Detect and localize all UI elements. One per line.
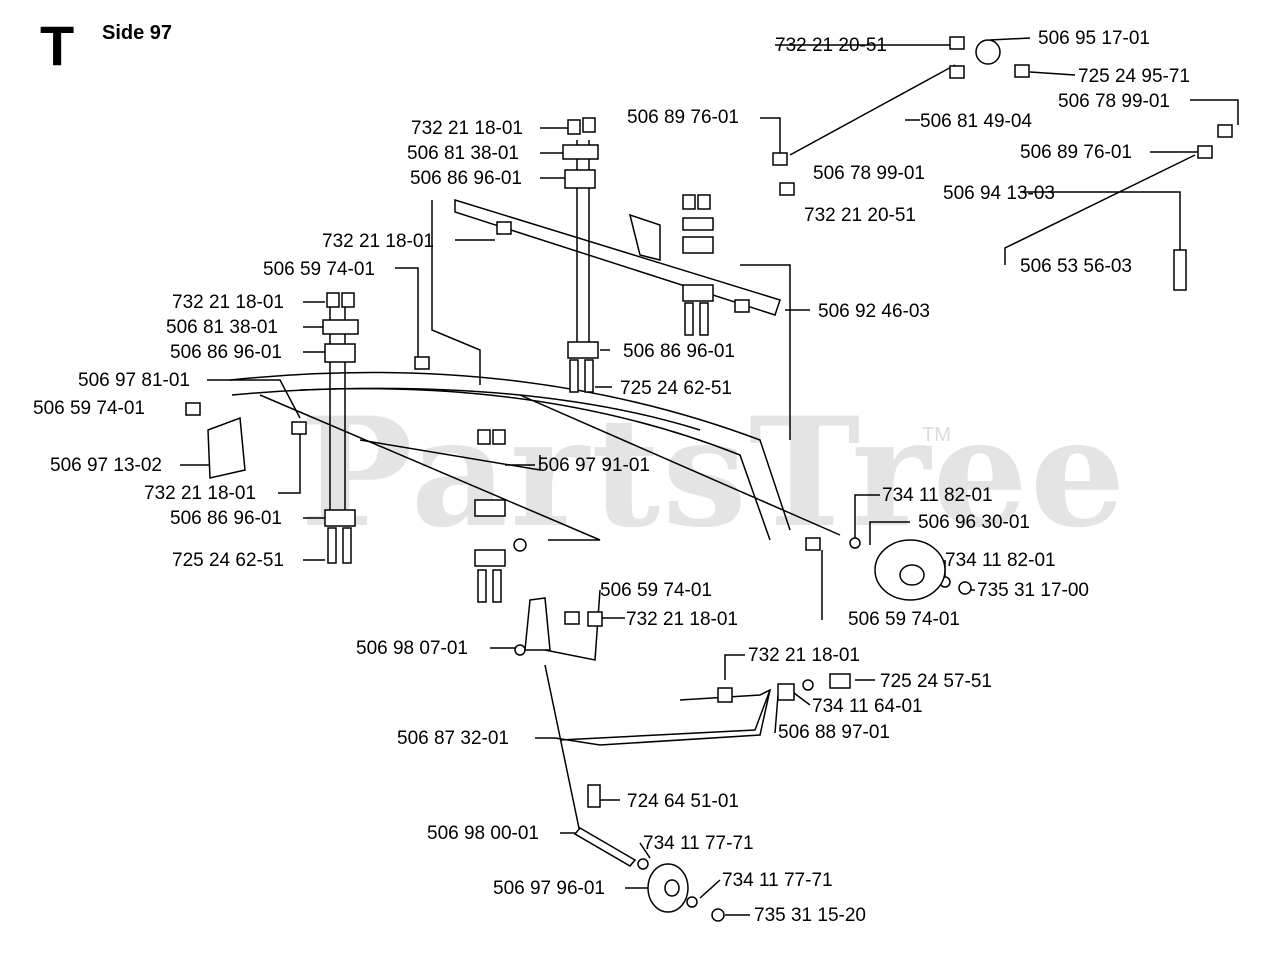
callout-label: 734 11 82-01 — [882, 485, 993, 506]
section-letter: T — [40, 14, 75, 77]
callout-label: 506 53 56-03 — [1020, 256, 1132, 277]
callout-label: 506 86 96-01 — [170, 342, 282, 363]
callout-label: 506 89 76-01 — [627, 107, 739, 128]
callout-label: 732 21 18-01 — [748, 645, 860, 666]
callout-label: 506 78 99-01 — [813, 163, 925, 184]
callout-label: 506 59 74-01 — [848, 609, 960, 630]
callout-label: 734 11 77-71 — [722, 870, 833, 891]
callout-label: 506 59 74-01 — [33, 398, 145, 419]
callout-label: 506 97 96-01 — [493, 878, 605, 899]
page-label: Side 97 — [102, 22, 173, 44]
callout-label: 725 24 95-71 — [1078, 66, 1190, 87]
callout-label: 732 21 18-01 — [144, 483, 256, 504]
callout-label: 506 92 46-03 — [818, 301, 930, 322]
callout-label: 732 21 18-01 — [411, 118, 523, 139]
callout-label: 506 97 81-01 — [78, 370, 190, 391]
callout-label: 732 21 18-01 — [322, 231, 434, 252]
callout-label: 506 98 00-01 — [427, 823, 539, 844]
callout-label: 506 95 17-01 — [1038, 28, 1150, 49]
callout-label: 506 98 07-01 — [356, 638, 468, 659]
callout-label: 725 24 62-51 — [620, 378, 732, 399]
callout-label: 732 21 20-51 — [775, 35, 887, 56]
callout-label: 506 59 74-01 — [600, 580, 712, 601]
trademark-mark: TM — [922, 424, 951, 446]
callout-label: 732 21 18-01 — [172, 292, 284, 313]
callout-label: 506 86 96-01 — [410, 168, 522, 189]
callout-labels: 732 21 20-51 506 95 17-01 725 24 95-71 5… — [33, 28, 1190, 926]
callout-label: 506 96 30-01 — [918, 512, 1030, 533]
callout-label: 506 88 97-01 — [778, 722, 890, 743]
callout-label: 735 31 15-20 — [754, 905, 866, 926]
callout-label: 506 86 96-01 — [623, 341, 735, 362]
callout-label: 506 81 49-04 — [920, 111, 1032, 132]
callout-label: 506 97 91-01 — [538, 455, 650, 476]
callout-label: 506 78 99-01 — [1058, 91, 1170, 112]
callout-label: 506 94 13-03 — [943, 183, 1055, 204]
callout-label: 506 87 32-01 — [397, 728, 509, 749]
callout-label: 724 64 51-01 — [627, 791, 739, 812]
diagram-lines — [180, 37, 1239, 916]
callout-label: 506 59 74-01 — [263, 259, 375, 280]
callout-label: 506 89 76-01 — [1020, 142, 1132, 163]
callout-label: 734 11 64-01 — [812, 696, 923, 717]
callout-label: 732 21 18-01 — [626, 609, 738, 630]
callout-label: 734 11 77-71 — [643, 833, 754, 854]
callout-label: 506 81 38-01 — [407, 143, 519, 164]
diagram-parts — [185, 36, 1233, 922]
callout-label: 725 24 57-51 — [880, 671, 992, 692]
callout-label: 734 11 82-01 — [945, 550, 1056, 571]
callout-label: 506 97 13-02 — [50, 455, 162, 476]
callout-label: 506 81 38-01 — [166, 317, 278, 338]
callout-label: 725 24 62-51 — [172, 550, 284, 571]
callout-label: 506 86 96-01 — [170, 508, 282, 529]
callout-label: 732 21 20-51 — [804, 205, 916, 226]
callout-label: 735 31 17-00 — [977, 580, 1089, 601]
